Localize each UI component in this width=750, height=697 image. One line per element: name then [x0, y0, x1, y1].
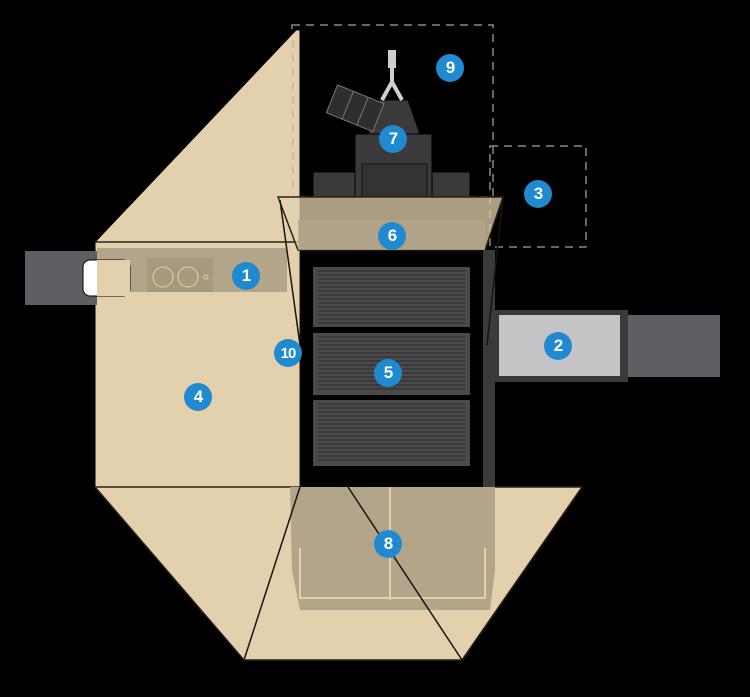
marker-4[interactable]: 4: [184, 383, 212, 411]
burner: [177, 266, 199, 288]
antenna: [388, 50, 396, 68]
marker-5[interactable]: 5: [374, 359, 402, 387]
marker-10[interactable]: 10: [274, 339, 302, 367]
marker-1[interactable]: 1: [232, 262, 260, 290]
roof-panel: [313, 267, 470, 327]
marker-2[interactable]: 2: [544, 332, 572, 360]
marker-8[interactable]: 8: [374, 530, 402, 558]
roof-panel: [313, 400, 470, 466]
side-slide-out-ext: [626, 315, 720, 377]
tent-door: [361, 163, 428, 198]
stove: [147, 258, 213, 292]
roof-panels: [313, 267, 470, 466]
marker-9[interactable]: 9: [436, 54, 464, 82]
marker-3[interactable]: 3: [524, 180, 552, 208]
solar-panel: [325, 84, 385, 133]
antenna-mount: [380, 68, 404, 101]
rear-awning-fold: [347, 486, 463, 661]
stove-knob: [203, 274, 209, 280]
marker-7[interactable]: 7: [379, 125, 407, 153]
vehicle-side-strip: [483, 250, 495, 487]
rear-awning-fold: [243, 486, 301, 661]
marker-6[interactable]: 6: [378, 222, 406, 250]
awning-wall-edge: [486, 196, 504, 346]
awning-wall-edge: [279, 199, 301, 346]
rear-bumper-outline: [299, 548, 486, 599]
burner: [152, 266, 174, 288]
sink-covered: [97, 260, 130, 296]
